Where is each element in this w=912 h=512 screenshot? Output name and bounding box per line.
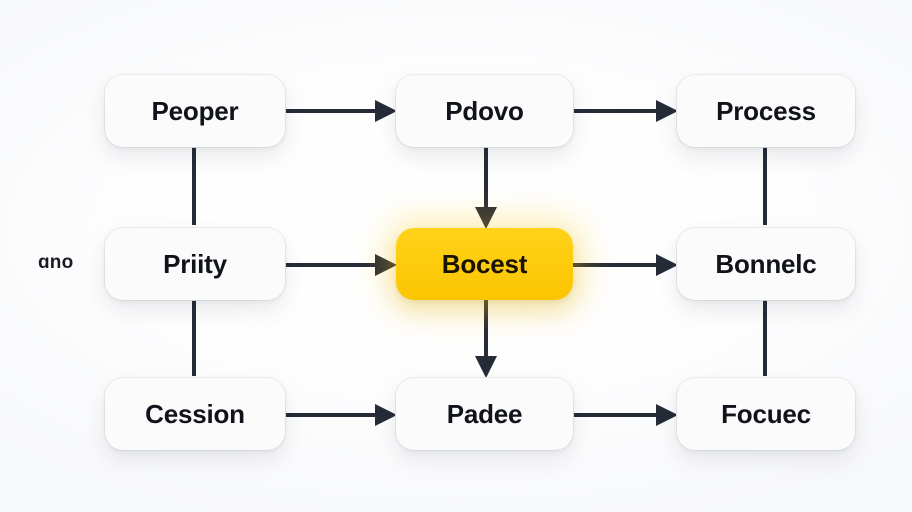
node-label: Padee [446,398,523,429]
node-pdovo[interactable]: Pdovo [396,75,573,147]
node-label: Focuec [721,398,811,429]
node-label: Cession [145,398,245,429]
connector-cession-to-padee [285,400,397,430]
node-label: Bonnelc [715,248,817,279]
node-cession[interactable]: Cession [105,378,285,450]
node-focuec[interactable]: Focuec [677,378,855,450]
side-note-label: ɑno [38,252,74,273]
node-padee[interactable]: Padee [396,378,573,450]
connector-peoper-to-pdovo [285,96,397,126]
connector-padee-to-focuec [573,400,678,430]
node-label: Peoper [151,95,239,126]
node-label: Process [716,95,816,126]
node-bocest[interactable]: Bocest [396,228,573,300]
node-peoper[interactable]: Peoper [105,75,285,147]
connector-bonnelc-to-focuec [760,298,770,376]
node-label: Bocest [441,248,528,279]
node-priity[interactable]: Priity [105,228,285,300]
node-process[interactable]: Process [677,75,855,147]
node-bonnelc[interactable]: Bonnelc [677,228,855,300]
connector-bocest-to-padee [471,300,501,378]
connector-peoper-to-priity [189,145,199,225]
connector-pdovo-to-bocest [471,145,501,229]
node-label: Pdovo [445,95,524,126]
connector-process-to-bonnelc [760,145,770,225]
connector-pdovo-to-process [573,96,678,126]
node-label: Priity [163,248,227,279]
connector-priity-to-bocest [285,250,397,280]
connector-bocest-to-bonnelc [573,250,678,280]
connector-priity-to-cession [189,298,199,376]
